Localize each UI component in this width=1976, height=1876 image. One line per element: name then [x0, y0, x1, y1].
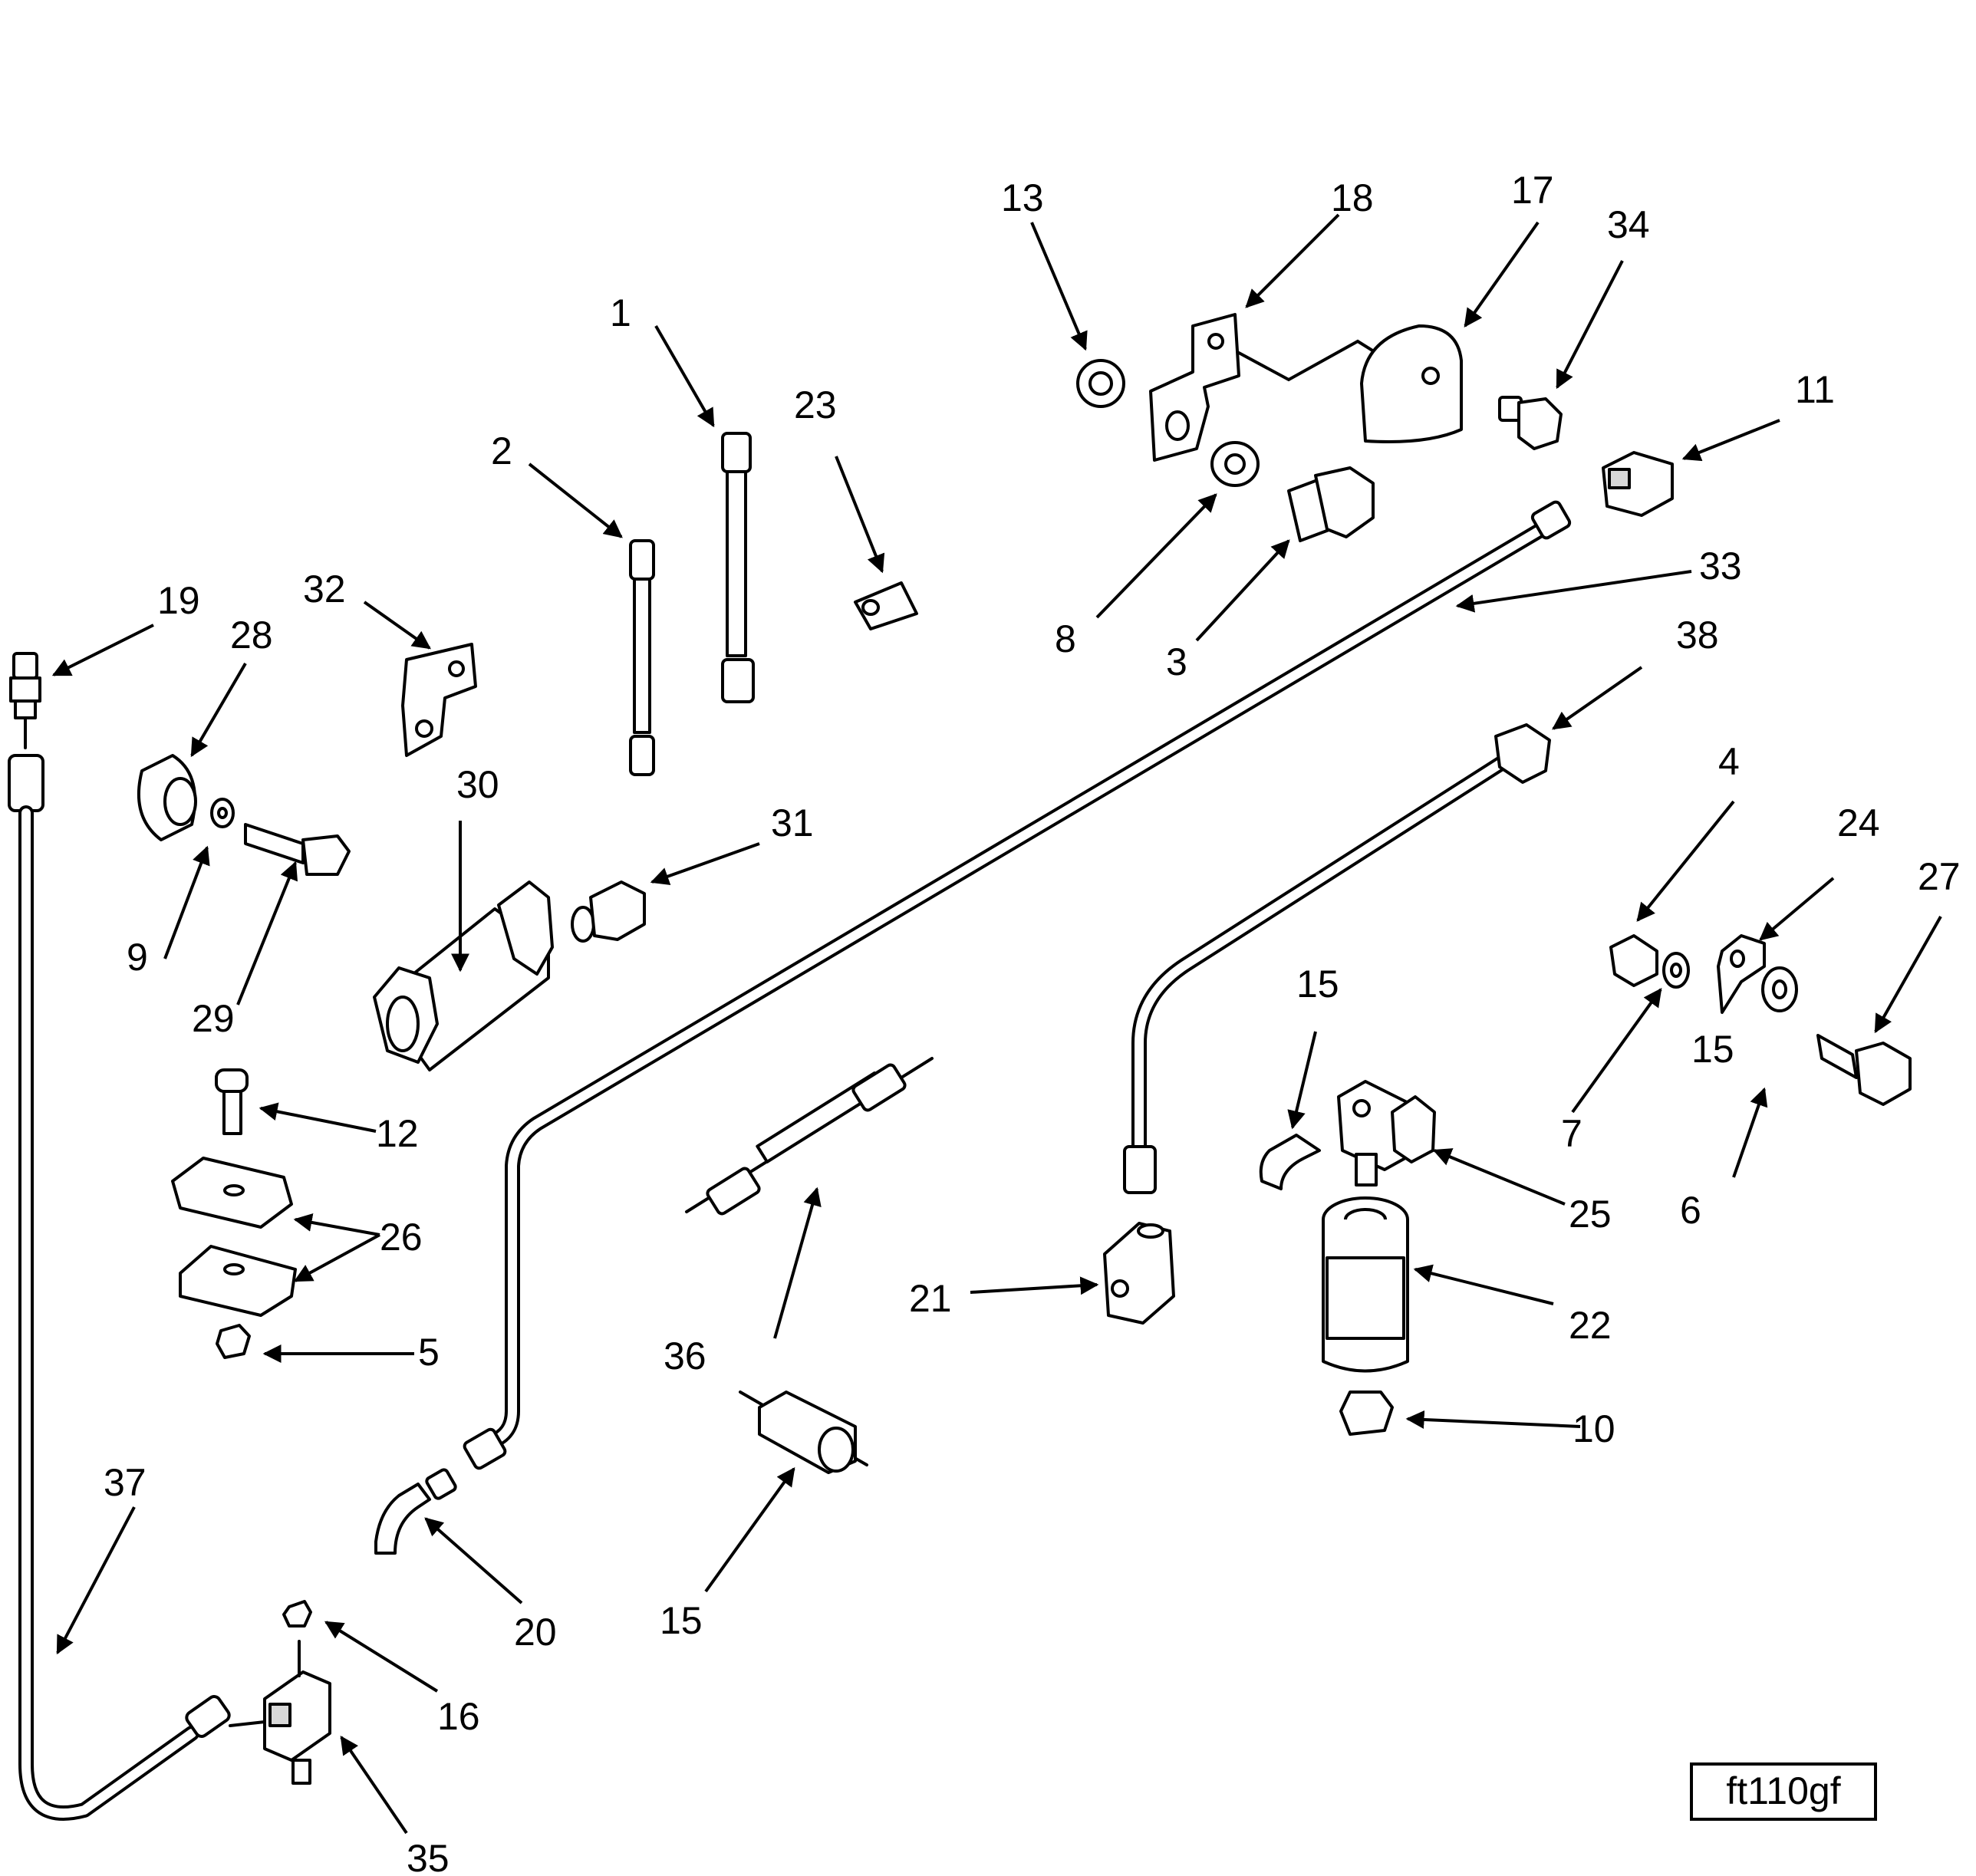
part-11-tee: [1602, 451, 1674, 517]
part-31-fitting: [571, 880, 646, 943]
callout-15a: 15: [1296, 963, 1339, 1005]
callout-15b: 15: [660, 1599, 703, 1642]
callout-16: 16: [437, 1695, 480, 1738]
part-8-washer: [1210, 441, 1260, 487]
part-12-screw: [215, 1068, 249, 1135]
part-4-nut: [1609, 934, 1658, 987]
callout-17: 17: [1511, 169, 1554, 212]
part-34-bolt: [1498, 396, 1563, 450]
part-28-spacer: [137, 754, 197, 841]
callout-labels: 1 2 3 4 5 6 7 8 9 10 11 12 13 15 15 15 1…: [104, 169, 1961, 1876]
callout-36: 36: [664, 1335, 706, 1377]
part-5-nut: [216, 1324, 251, 1359]
part-16-nut: [282, 1600, 312, 1628]
callout-19: 19: [157, 579, 200, 622]
callout-21: 21: [909, 1277, 952, 1320]
callout-13: 13: [1001, 176, 1044, 219]
figure-tag-text: ft110gf: [1726, 1769, 1840, 1812]
part-22-filter: [1322, 1196, 1409, 1373]
callout-22: 22: [1569, 1304, 1612, 1347]
leader-lines: [51, 213, 1942, 1835]
callout-32: 32: [303, 568, 346, 611]
part-17-clamp: [1360, 324, 1463, 443]
callout-37: 37: [104, 1461, 147, 1504]
part-23-clip: [854, 581, 918, 630]
callout-10: 10: [1573, 1407, 1615, 1450]
part-29-bolt: [244, 823, 351, 876]
callout-12: 12: [376, 1112, 419, 1155]
callout-35: 35: [407, 1837, 450, 1876]
callout-24: 24: [1837, 801, 1880, 844]
callout-25: 25: [1569, 1193, 1612, 1236]
part-19-fitting: [9, 652, 41, 749]
part-10-plug: [1339, 1391, 1394, 1436]
part-24-clip: [1717, 934, 1766, 1014]
callout-15c: 15: [1691, 1028, 1734, 1071]
callout-30: 30: [456, 763, 499, 806]
callout-26: 26: [380, 1216, 423, 1259]
callout-4: 4: [1718, 740, 1740, 783]
callout-5: 5: [418, 1331, 440, 1374]
callout-28: 28: [230, 614, 273, 657]
callout-20: 20: [514, 1611, 557, 1654]
part-32-bracket: [401, 643, 477, 757]
callout-7: 7: [1561, 1112, 1582, 1155]
callout-8: 8: [1055, 617, 1076, 660]
part-37-long-tube: [8, 754, 231, 1821]
part-27-bolt: [1816, 1034, 1912, 1106]
part-35-tee-block: [229, 1640, 331, 1785]
part-15-sleeve: [739, 1391, 868, 1474]
parts-artwork: [8, 313, 1912, 1821]
part-2-hose: [629, 539, 655, 776]
callout-38: 38: [1676, 614, 1719, 657]
part-18-bracket: [1149, 313, 1390, 462]
part-38-tube: [1123, 723, 1551, 1194]
part-33-long-tube: [463, 500, 1572, 1470]
part-15-elbow: [1259, 1134, 1321, 1190]
callout-23: 23: [794, 383, 837, 426]
callout-2: 2: [491, 430, 512, 472]
callout-18: 18: [1331, 176, 1374, 219]
part-6-washer: [1761, 966, 1798, 1012]
figure-tag: ft110gf: [1690, 1762, 1877, 1821]
callout-9: 9: [127, 936, 148, 979]
callout-11: 11: [1795, 368, 1835, 411]
part-13-washer: [1076, 359, 1125, 408]
part-25-tee: [1337, 1080, 1436, 1186]
part-20-elbow: [374, 1468, 457, 1555]
part-36-hose: [685, 1057, 934, 1216]
callout-3: 3: [1166, 640, 1187, 683]
callout-1: 1: [610, 291, 631, 334]
part-1-hose: [721, 432, 755, 703]
part-26-clamp-halves: [171, 1157, 297, 1317]
callout-6: 6: [1680, 1189, 1701, 1232]
part-9-washer: [210, 798, 235, 828]
callout-29: 29: [192, 997, 235, 1040]
part-30-filter: [373, 880, 554, 1071]
callout-34: 34: [1607, 203, 1650, 246]
callout-33: 33: [1699, 545, 1742, 587]
part-21-block: [1103, 1222, 1175, 1325]
callout-31: 31: [771, 801, 814, 844]
callout-27: 27: [1918, 855, 1961, 898]
part-3-bolt: [1287, 466, 1375, 542]
part-7-washer: [1662, 952, 1690, 989]
